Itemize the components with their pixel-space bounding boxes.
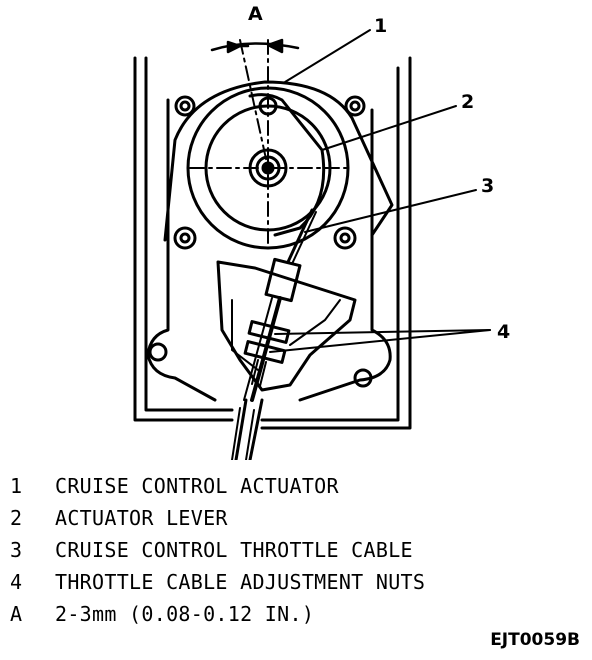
legend-key: 3 [10, 538, 23, 562]
center-line [189, 39, 351, 249]
actuator-housing [163, 80, 394, 242]
legend-item: 4 THROTTLE CABLE ADJUSTMENT NUTS [10, 566, 570, 598]
dimension-label-a: A [248, 3, 263, 25]
mounting-bolt-icon [148, 95, 373, 388]
leader-line [269, 29, 491, 353]
callout-3: 3 [481, 175, 494, 197]
legend-text: CRUISE CONTROL THROTTLE CABLE [55, 538, 413, 562]
legend-item: 1 CRUISE CONTROL ACTUATOR [10, 470, 570, 502]
legend-item: 3 CRUISE CONTROL THROTTLE CABLE [10, 534, 570, 566]
legend-text: THROTTLE CABLE ADJUSTMENT NUTS [55, 570, 426, 594]
cruise-control-actuator-diagram: A 1 2 3 4 [133, 3, 510, 460]
legend-key: A [10, 602, 23, 626]
callout-1: 1 [374, 15, 387, 37]
legend-text: 2-3mm (0.08-0.12 IN.) [55, 602, 315, 626]
callout-2: 2 [461, 91, 474, 113]
legend-key: 4 [10, 570, 23, 594]
legend-key: 1 [10, 474, 23, 498]
legend-item: A 2-3mm (0.08-0.12 IN.) [10, 598, 570, 630]
figure-code: EJT0059B [490, 630, 580, 650]
cable-bracket [216, 260, 357, 392]
legend-text: ACTUATOR LEVER [55, 506, 228, 530]
legend-text: CRUISE CONTROL ACTUATOR [55, 474, 339, 498]
legend: 1 CRUISE CONTROL ACTUATOR 2 ACTUATOR LEV… [10, 470, 570, 630]
callout-4: 4 [497, 321, 510, 343]
mounting-bracket [133, 56, 412, 430]
legend-item: 2 ACTUATOR LEVER [10, 502, 570, 534]
throttle-cable-adjustment-nut-icon [243, 320, 291, 387]
dimension-a-arc [210, 38, 300, 54]
legend-key: 2 [10, 506, 23, 530]
